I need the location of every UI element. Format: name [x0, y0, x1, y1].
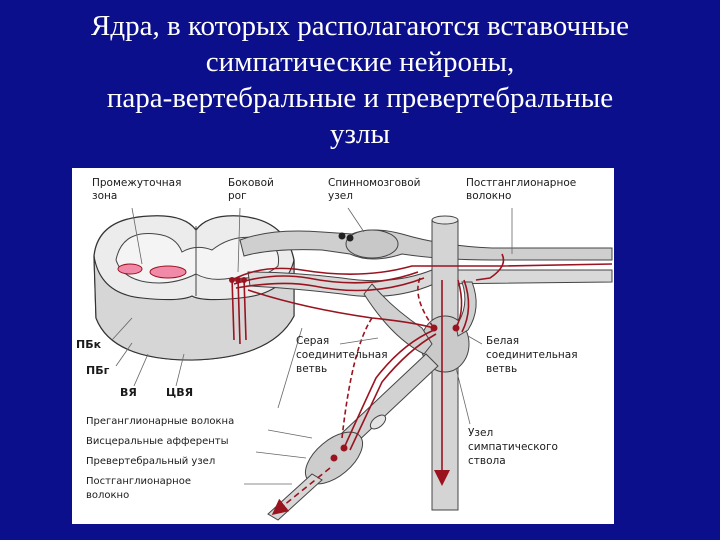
leader-lines	[111, 207, 513, 485]
label-postganglionic-top-1: Постганглионарное	[466, 177, 576, 189]
ventral-root	[247, 269, 613, 297]
fiber-neuron-dots	[229, 277, 460, 462]
label-intermediate-zone-1: Промежуточная	[92, 177, 181, 189]
label-lateral-horn-1: Боковой	[228, 177, 274, 189]
label-gray-ramus-3: ветвь	[296, 363, 327, 375]
label-gray-ramus-1: Серая	[296, 335, 329, 347]
label-prevertebral-ganglion: Превертебральный узел	[86, 456, 215, 467]
label-intermediate-zone-2: зона	[92, 190, 117, 202]
title-line-4: узлы	[330, 118, 390, 150]
label-tsvya: ЦВЯ	[166, 386, 193, 399]
label-vya: ВЯ	[120, 386, 137, 399]
title-line-2: симпатические нейроны,	[205, 46, 515, 78]
sympathetic-pathways-diagram: Промежуточная зона Боковой рог Спинномоз…	[76, 177, 613, 521]
label-gray-ramus-2: соединительная	[296, 349, 388, 361]
label-preganglionic-fibers: Преганглионарные волокна	[86, 416, 234, 427]
label-white-ramus-2: соединительная	[486, 349, 578, 361]
nucleus-right	[149, 265, 187, 279]
label-spinal-ganglion-2: узел	[328, 190, 353, 202]
label-pbk: ПБк	[76, 338, 102, 351]
label-lateral-horn-2: рог	[228, 190, 247, 202]
label-trunk-ganglion-3: ствола	[468, 455, 506, 467]
label-trunk-ganglion-1: Узел	[468, 427, 493, 439]
title-line-3: пара-вертебральные и превертебральные	[106, 82, 614, 114]
label-postganglionic-bottom-1: Постганглионарное	[86, 476, 191, 487]
fiber-pathways	[231, 253, 613, 516]
label-white-ramus-3: ветвь	[486, 363, 517, 375]
label-visceral-afferents: Висцеральные афференты	[86, 436, 228, 447]
title-line-1: Ядра, в которых располагаются вставочные	[91, 10, 629, 42]
anatomy-figure: Промежуточная зона Боковой рог Спинномоз…	[72, 168, 614, 524]
label-trunk-ganglion-2: симпатического	[468, 441, 558, 453]
slide-title: Ядра, в которых располагаются вставочные…	[0, 8, 720, 152]
nucleus-left	[117, 263, 143, 275]
spinal-ganglion-body	[345, 229, 399, 259]
label-postganglionic-top-2: волокно	[466, 190, 511, 202]
label-spinal-ganglion-1: Спинномозговой	[328, 177, 420, 189]
label-white-ramus-1: Белая	[486, 335, 519, 347]
label-pbg: ПБг	[86, 364, 110, 377]
dorsal-root	[239, 229, 613, 261]
gray-ramus	[363, 283, 433, 355]
splanchnic-nerve	[267, 353, 439, 521]
label-postganglionic-bottom-2: волокно	[86, 490, 129, 501]
